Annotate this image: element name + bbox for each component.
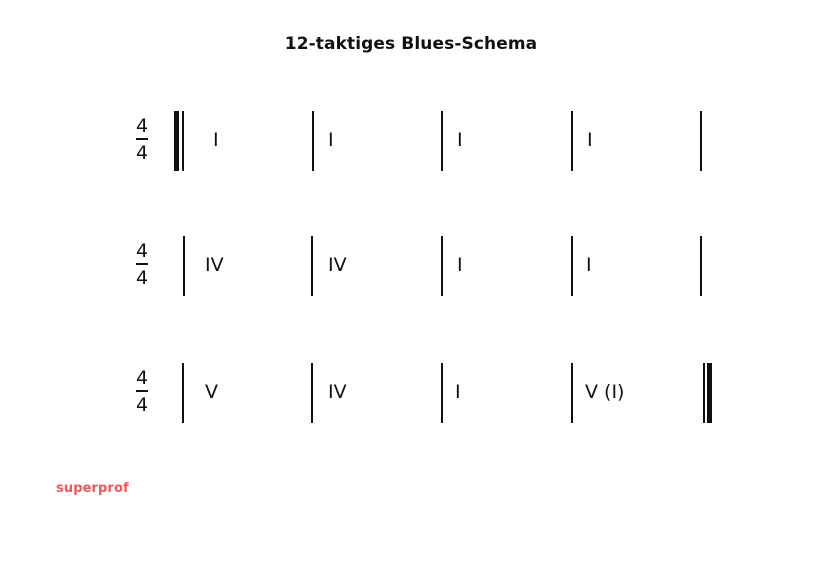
diagram-title: 12-taktiges Blues-Schema [284, 34, 538, 54]
chord-measure-7: I [457, 254, 463, 276]
barline [441, 363, 443, 423]
superprof-logo: superprof [56, 481, 129, 496]
chord-measure-11: I [455, 381, 461, 403]
time-signature: 4 4 [133, 115, 151, 164]
final-barline-thin [703, 363, 705, 423]
chord-measure-5: IV [205, 254, 224, 276]
time-signature-denominator: 4 [135, 142, 149, 164]
barline [441, 111, 443, 171]
chord-measure-6: IV [328, 254, 347, 276]
chord-measure-3: I [457, 129, 463, 151]
chord-measure-4: I [587, 129, 593, 151]
chord-measure-12: V (I) [585, 381, 625, 403]
barline [311, 363, 313, 423]
chord-measure-10: IV [328, 381, 347, 403]
time-signature-denominator: 4 [135, 394, 149, 416]
start-barline [182, 363, 184, 423]
time-signature: 4 4 [133, 367, 151, 416]
end-barline [700, 111, 702, 171]
staff-row-3: 4 4 V IV I V (I) [0, 363, 840, 425]
barline [571, 111, 573, 171]
fraction-line [136, 138, 148, 140]
start-barline-thick [174, 111, 179, 171]
time-signature-denominator: 4 [135, 267, 149, 289]
chord-measure-9: V [205, 381, 218, 403]
chord-measure-1: I [213, 129, 219, 151]
fraction-line [136, 263, 148, 265]
start-barline-thin [182, 111, 184, 171]
barline [312, 111, 314, 171]
start-barline [183, 236, 185, 296]
final-barline-thick [707, 363, 712, 423]
barline [571, 363, 573, 423]
barline [571, 236, 573, 296]
fraction-line [136, 390, 148, 392]
staff-row-1: 4 4 I I I I [0, 111, 840, 173]
chord-measure-8: I [586, 254, 592, 276]
end-barline [700, 236, 702, 296]
time-signature-numerator: 4 [135, 367, 149, 389]
time-signature: 4 4 [133, 240, 151, 289]
time-signature-numerator: 4 [135, 240, 149, 262]
chord-measure-2: I [328, 129, 334, 151]
barline [311, 236, 313, 296]
time-signature-numerator: 4 [135, 115, 149, 137]
staff-row-2: 4 4 IV IV I I [0, 236, 840, 298]
barline [441, 236, 443, 296]
